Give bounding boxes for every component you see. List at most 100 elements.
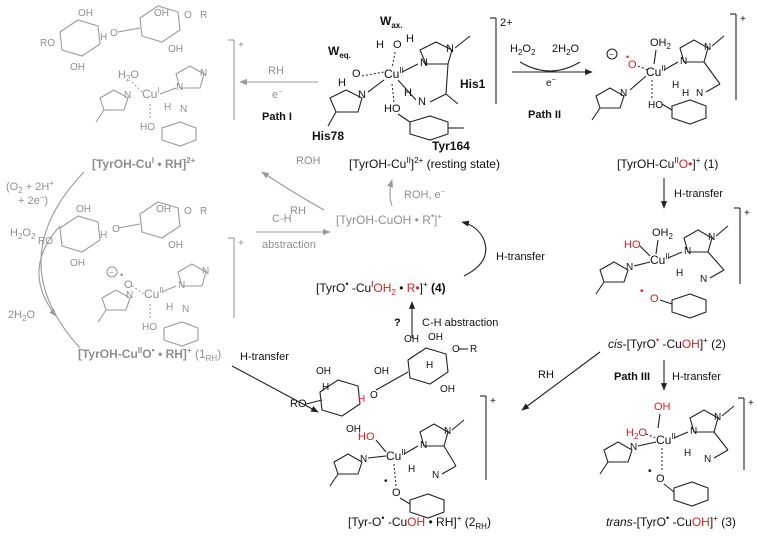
svg-text:H: H bbox=[408, 464, 415, 475]
svg-text:OH: OH bbox=[404, 334, 419, 345]
svg-text:N: N bbox=[714, 412, 721, 423]
htransfer-1rh: H-transfer bbox=[240, 351, 289, 363]
svg-text:+: + bbox=[748, 398, 754, 409]
svg-text:OH: OH bbox=[316, 366, 331, 377]
svg-text:N: N bbox=[432, 470, 439, 481]
svg-text:H: H bbox=[322, 382, 329, 393]
svg-text:N: N bbox=[124, 90, 131, 101]
svg-text:OH: OH bbox=[76, 204, 91, 215]
roh-label: ROH bbox=[296, 155, 321, 167]
svg-text:N: N bbox=[626, 262, 633, 273]
h2o2-left: H2O2 bbox=[10, 227, 36, 241]
question-mark: ? bbox=[394, 317, 401, 329]
w-ax-label: Wax. bbox=[380, 14, 402, 30]
cu-i-label: [TyrOH-CuI • RH]2+ bbox=[92, 156, 196, 171]
w-eq-label: Weq. bbox=[328, 44, 351, 60]
species-1-label: [TyrOH-CuIIO•]+ (1) bbox=[617, 156, 718, 171]
svg-text:+: + bbox=[740, 14, 746, 25]
svg-text:H: H bbox=[426, 360, 433, 371]
svg-text:OH: OH bbox=[168, 240, 183, 251]
atom-o-eq: O bbox=[352, 68, 361, 80]
svg-text:O: O bbox=[124, 279, 133, 291]
htransfer-4: H-transfer bbox=[496, 251, 545, 263]
svg-text:H: H bbox=[100, 32, 107, 43]
svg-text:H: H bbox=[166, 302, 173, 313]
ch-abs-grey-1: C-H bbox=[272, 213, 292, 225]
resting-state-label: [TyrOH-CuII]2+ (resting state) bbox=[349, 156, 500, 171]
atom-n-his78: N bbox=[358, 89, 366, 101]
svg-text:R: R bbox=[200, 10, 207, 21]
path2-e: e− bbox=[546, 77, 556, 89]
species-2-label: cis-[TyrO• -CuOH]+ (2) bbox=[608, 335, 726, 351]
svg-text:O: O bbox=[184, 206, 192, 217]
atom-oh2-1: OH2 bbox=[650, 37, 672, 51]
svg-text:N: N bbox=[202, 266, 209, 277]
svg-text:HO: HO bbox=[142, 322, 157, 333]
svg-text:OH: OH bbox=[154, 8, 169, 19]
svg-text:OH2: OH2 bbox=[652, 227, 674, 241]
water-product: 2H2O bbox=[552, 43, 580, 57]
svg-text:HO: HO bbox=[648, 100, 663, 111]
atom-h-ax: H bbox=[376, 39, 384, 51]
path1-label: Path I bbox=[262, 111, 292, 123]
svg-text:•: • bbox=[626, 52, 629, 62]
htransfer-2-3: H-transfer bbox=[672, 371, 721, 383]
svg-text:H: H bbox=[672, 80, 679, 91]
svg-text:N: N bbox=[200, 68, 207, 79]
svg-text:OH: OH bbox=[78, 8, 93, 19]
his78-label: His78 bbox=[312, 129, 344, 143]
h2o2-reagent: H2O2 bbox=[510, 43, 536, 57]
species-4-label: [TyrO• -CuIOH2 • R•]+ (4) bbox=[316, 279, 446, 297]
svg-text:−: − bbox=[609, 50, 614, 59]
cu-center: CuII bbox=[384, 66, 404, 81]
rh-grey-label: RH bbox=[290, 205, 306, 217]
arrow-to-resting bbox=[387, 179, 394, 207]
atom-h-ax2: H bbox=[406, 33, 414, 45]
svg-text:O: O bbox=[370, 390, 378, 401]
svg-text:OH: OH bbox=[70, 258, 85, 269]
path2-curve bbox=[519, 61, 581, 72]
atom-h-tyr: H bbox=[384, 103, 392, 115]
svg-text:•: • bbox=[384, 476, 388, 487]
tyr164-label: Tyr164 bbox=[432, 139, 470, 153]
svg-text:N: N bbox=[700, 274, 707, 285]
svg-text:N: N bbox=[704, 42, 711, 53]
htransfer-1-2: H-transfer bbox=[674, 188, 723, 200]
svg-text:•: • bbox=[648, 466, 652, 477]
svg-text:N: N bbox=[126, 290, 133, 301]
e-path1: e− bbox=[272, 89, 282, 101]
svg-text:N: N bbox=[708, 232, 715, 243]
svg-text:N: N bbox=[420, 440, 427, 451]
svg-text:+: + bbox=[744, 208, 750, 219]
svg-text:O: O bbox=[392, 487, 401, 499]
atom-h-eq: H bbox=[338, 77, 346, 89]
svg-text:OH: OH bbox=[654, 401, 671, 413]
svg-text:N: N bbox=[444, 426, 451, 437]
svg-text:O: O bbox=[184, 10, 192, 21]
path2-label: Path II bbox=[528, 109, 561, 121]
svg-text:N: N bbox=[180, 104, 187, 115]
arrow-roh-rh bbox=[261, 171, 325, 211]
rh-path1: RH bbox=[268, 65, 284, 77]
species-2rh-label: [Tyr-O• -CuOH • RH]+ (2RH) bbox=[348, 513, 491, 531]
svg-text:RO: RO bbox=[38, 236, 53, 247]
h2o2-arc bbox=[38, 225, 61, 317]
svg-text:H2O: H2O bbox=[626, 427, 647, 441]
svg-text:RO: RO bbox=[40, 38, 55, 49]
svg-text:H: H bbox=[676, 268, 683, 279]
roh-e-label: ROH, e− bbox=[404, 189, 445, 201]
svg-text:O: O bbox=[110, 28, 118, 39]
o2-label-2: + 2e−) bbox=[18, 193, 48, 207]
atom-n-his1b: N bbox=[446, 43, 454, 55]
svg-text:OH: OH bbox=[440, 384, 455, 395]
svg-text:O: O bbox=[452, 344, 460, 355]
rh-right-label: RH bbox=[538, 369, 554, 381]
svg-text:•: • bbox=[640, 286, 644, 297]
svg-text:O: O bbox=[650, 293, 659, 305]
svg-text:HO: HO bbox=[624, 239, 641, 251]
ch-abs-grey-2: abstraction bbox=[262, 239, 316, 251]
resting-state-structure: Wax. Weq. H O H O H CuII N N H N His1 2+… bbox=[312, 14, 513, 153]
cuoh-r-label: [TyrOH-CuOH • R•]+ bbox=[336, 211, 442, 227]
charge-2plus: 2+ bbox=[500, 17, 513, 29]
